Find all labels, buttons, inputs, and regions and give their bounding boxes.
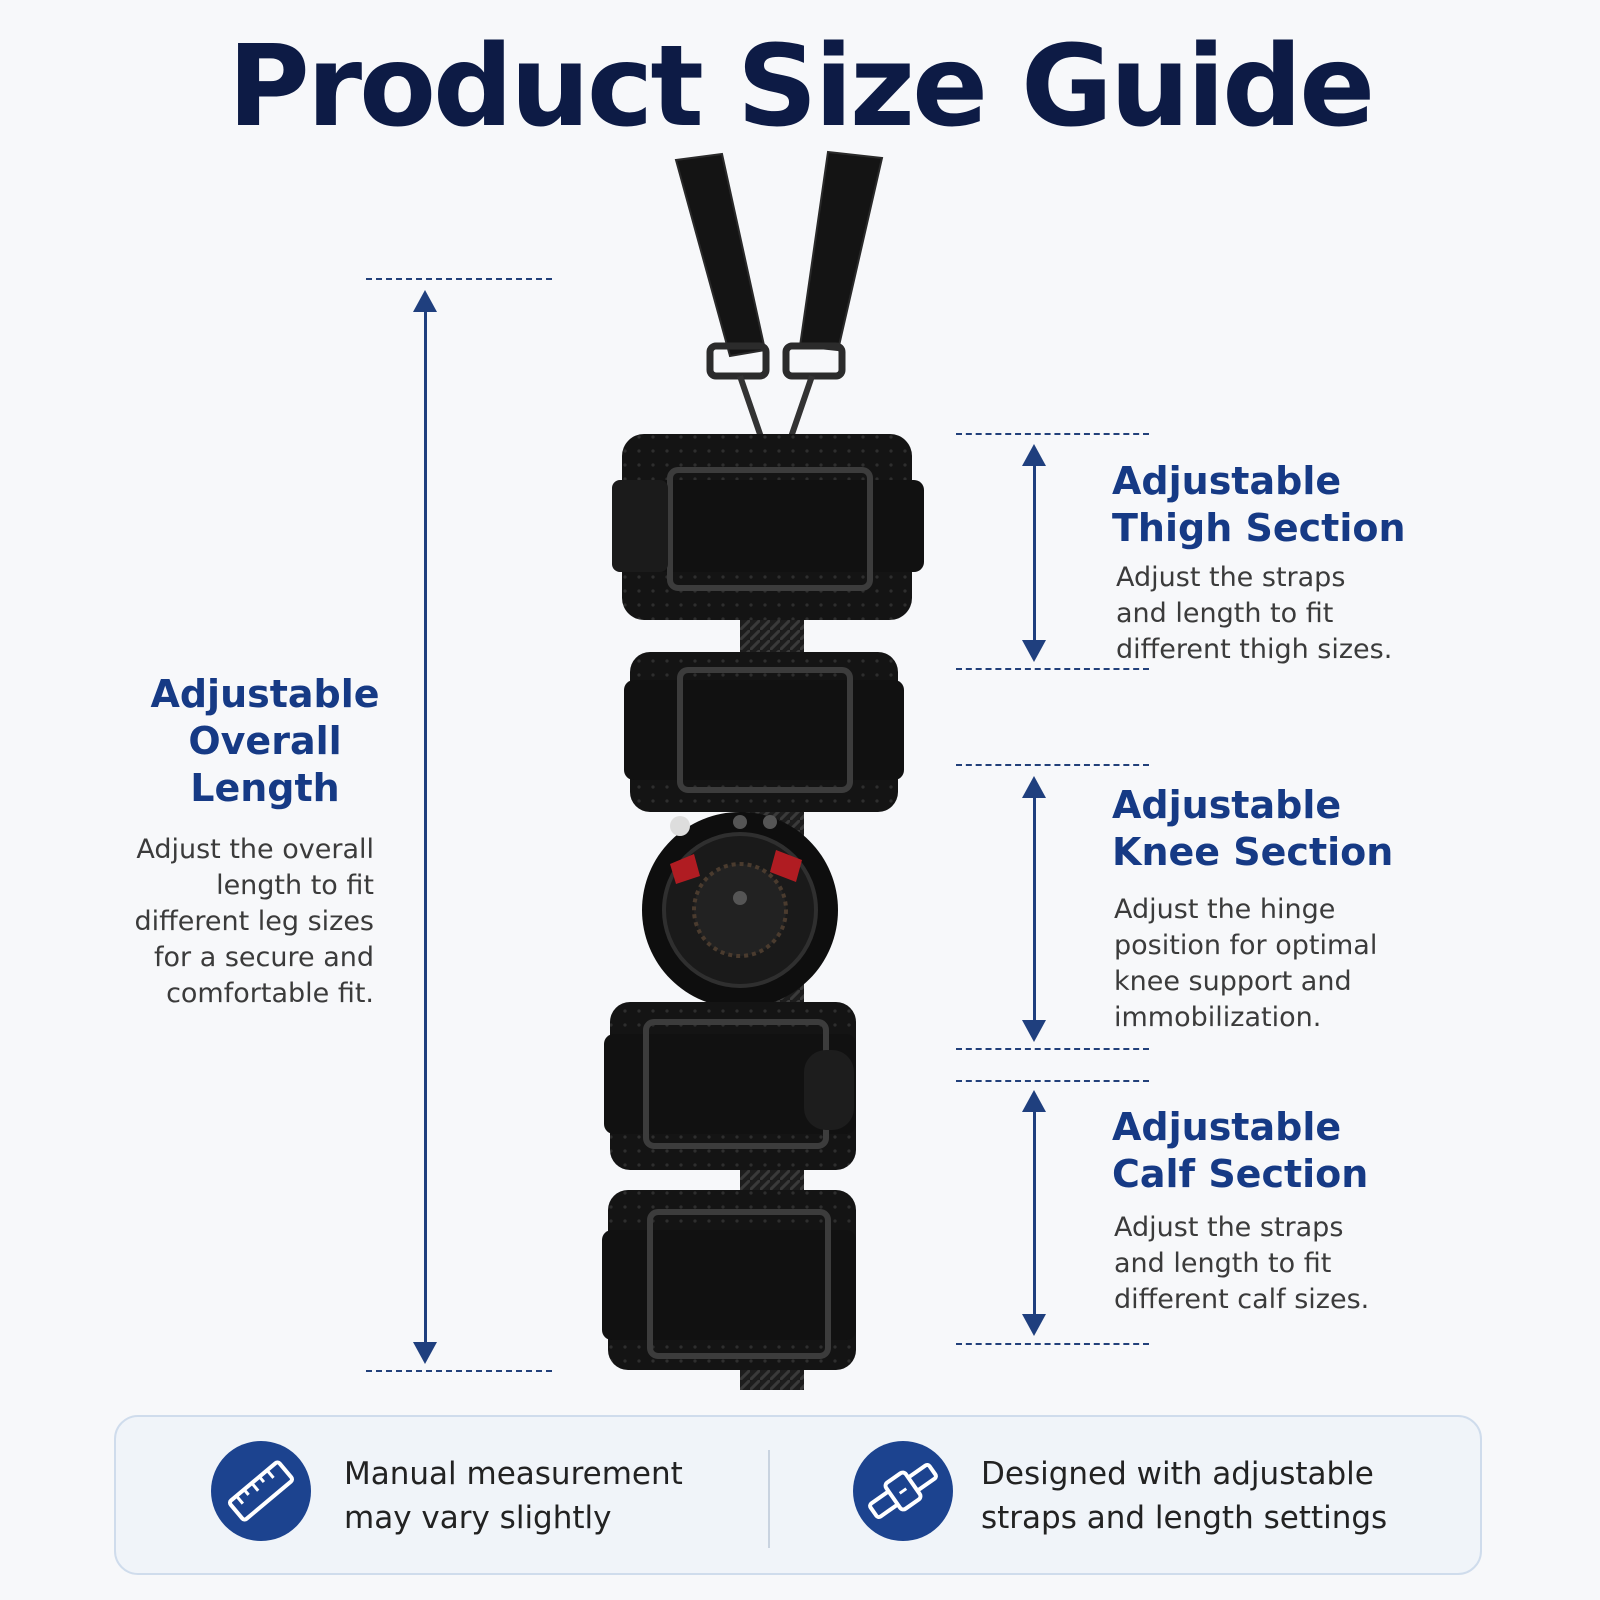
calf-desc-line: Adjust the straps [1114, 1212, 1344, 1243]
overall-measure-line [424, 308, 427, 1350]
overall-heading: Adjustable Overall Length [140, 671, 390, 812]
calf-heading-line: Adjustable [1112, 1105, 1342, 1149]
calf-bottom-guide [956, 1343, 1149, 1345]
overall-arrow-up-icon [413, 290, 437, 312]
overall-heading-line: Length [190, 766, 340, 810]
page-title: Product Size Guide [227, 22, 1375, 152]
footer-note-line: may vary slightly [344, 1500, 612, 1536]
overall-bottom-guide [366, 1370, 552, 1372]
overall-desc-line: length to fit [216, 870, 374, 901]
calf-description: Adjust the straps and length to fit diff… [1114, 1210, 1414, 1318]
overall-top-guide [366, 278, 552, 280]
knee-desc-line: Adjust the hinge [1114, 894, 1336, 925]
footer-measurement-note: Manual measurement may vary slightly [344, 1452, 704, 1540]
overall-desc-line: Adjust the overall [136, 834, 374, 865]
calf-arrow-up-icon [1022, 1090, 1046, 1112]
calf-heading-line: Calf Section [1112, 1152, 1369, 1196]
footer-adjustable-note: Designed with adjustable straps and leng… [981, 1452, 1401, 1540]
thigh-desc-line: and length to fit [1116, 598, 1334, 629]
ruler-icon [211, 1441, 311, 1541]
overall-heading-line: Overall [188, 719, 342, 763]
footer-divider [768, 1450, 770, 1548]
thigh-heading: Adjustable Thigh Section [1112, 458, 1412, 552]
knee-measure-line [1033, 794, 1036, 1028]
footer-note-line: Manual measurement [344, 1456, 683, 1492]
calf-arrow-down-icon [1022, 1314, 1046, 1336]
overall-desc-line: different leg sizes [134, 906, 374, 937]
calf-top-guide [956, 1080, 1149, 1082]
knee-desc-line: position for optimal [1114, 930, 1378, 961]
knee-brace-image [602, 150, 924, 1390]
overall-desc-line: for a secure and [154, 942, 374, 973]
footer-note-line: Designed with adjustable [981, 1456, 1374, 1492]
knee-heading-line: Knee Section [1112, 830, 1394, 874]
knee-desc-line: immobilization. [1114, 1002, 1322, 1033]
overall-description: Adjust the overall length to fit differe… [80, 832, 374, 1012]
knee-heading-line: Adjustable [1112, 783, 1342, 827]
knee-description: Adjust the hinge position for optimal kn… [1114, 892, 1424, 1036]
thigh-description: Adjust the straps and length to fit diff… [1116, 560, 1416, 668]
thigh-desc-line: different thigh sizes. [1116, 634, 1393, 665]
overall-arrow-down-icon [413, 1342, 437, 1364]
knee-arrow-up-icon [1022, 776, 1046, 798]
thigh-bottom-guide [956, 668, 1149, 670]
thigh-heading-line: Adjustable [1112, 459, 1342, 503]
thigh-arrow-up-icon [1022, 444, 1046, 466]
calf-heading: Adjustable Calf Section [1112, 1104, 1412, 1198]
knee-desc-line: knee support and [1114, 966, 1352, 997]
footer-note-box [114, 1415, 1482, 1575]
calf-measure-line [1033, 1108, 1036, 1322]
calf-desc-line: different calf sizes. [1114, 1284, 1370, 1315]
knee-top-guide [956, 764, 1149, 766]
thigh-heading-line: Thigh Section [1112, 506, 1406, 550]
thigh-desc-line: Adjust the straps [1116, 562, 1346, 593]
knee-heading: Adjustable Knee Section [1112, 782, 1412, 876]
knee-arrow-down-icon [1022, 1020, 1046, 1042]
overall-desc-line: comfortable fit. [166, 978, 374, 1009]
knee-bottom-guide [956, 1048, 1149, 1050]
thigh-measure-line [1033, 462, 1036, 648]
thigh-top-guide [956, 433, 1149, 435]
footer-note-line: straps and length settings [981, 1500, 1388, 1536]
calf-desc-line: and length to fit [1114, 1248, 1332, 1279]
thigh-arrow-down-icon [1022, 640, 1046, 662]
strap-icon [853, 1441, 953, 1541]
overall-heading-line: Adjustable [150, 672, 380, 716]
